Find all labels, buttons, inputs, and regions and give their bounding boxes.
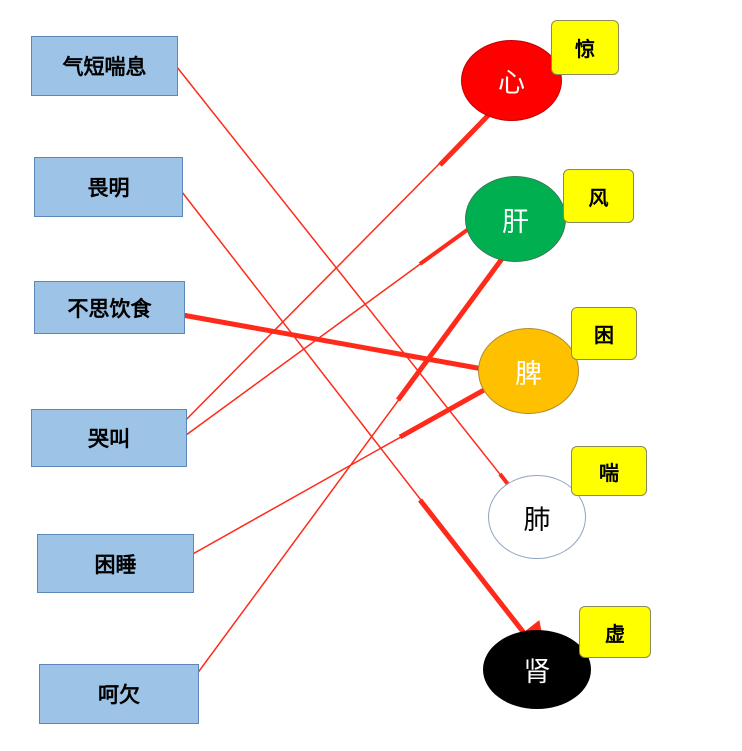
symptom-box-no-appetite: 不思饮食 (34, 281, 185, 334)
tag-fatigue: 困 (571, 307, 637, 360)
organ-spleen: 脾 (478, 328, 579, 414)
tag-fright: 惊 (551, 20, 619, 75)
arrowhead-kidney (418, 498, 549, 664)
symptom-box-photophobia: 畏明 (34, 157, 183, 217)
organ-liver: 肝 (465, 176, 566, 262)
symptom-box-yawning: 呵欠 (39, 664, 199, 724)
tag-pant: 喘 (571, 446, 647, 496)
organ-lung: 肺 (488, 475, 586, 559)
tag-wind: 风 (563, 169, 634, 223)
organ-kidney: 肾 (483, 630, 591, 709)
tag-deficiency: 虚 (579, 606, 651, 658)
organ-heart: 心 (461, 40, 562, 121)
arrow-symptom1-to-lung (164, 51, 531, 513)
symptom-box-crying: 哭叫 (31, 409, 187, 467)
symptom-box-shortness-of-breath: 气短喘息 (31, 36, 178, 96)
symptom-box-drowsiness: 困睡 (37, 534, 194, 593)
arrow-symptom3-to-spleen (159, 308, 532, 391)
